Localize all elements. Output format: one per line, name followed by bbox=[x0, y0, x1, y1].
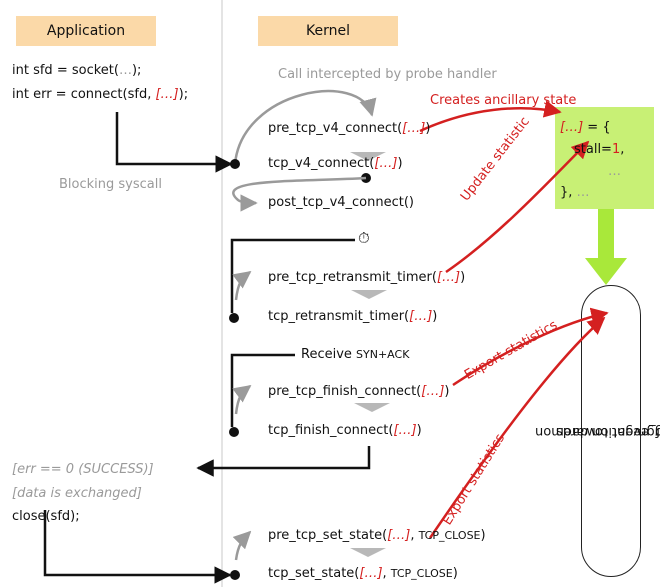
set-state-gray-arrow bbox=[232, 530, 252, 561]
kernel-header: Kernel bbox=[258, 16, 398, 46]
state-line-2: stall=1, bbox=[574, 142, 624, 158]
state-line-1-rest: = { bbox=[583, 120, 611, 135]
intercept-curve bbox=[233, 89, 377, 165]
synack-text: SYN+ACK bbox=[356, 348, 410, 361]
retransmit-gray-arrow bbox=[232, 270, 252, 301]
retransmit-dot bbox=[229, 313, 239, 323]
stopwatch-icon: ⏱ bbox=[358, 229, 370, 247]
state-stall-value: 1 bbox=[611, 142, 621, 157]
pre-tcp-set-state: pre_tcp_set_state([…], TCP_CLOSE) bbox=[268, 528, 486, 544]
daemon-label-line2: aggregation daemon bbox=[535, 424, 660, 439]
pre-tcp-finish-connect: pre_tcp_finish_connect([…]) bbox=[268, 384, 450, 400]
pre-set-state-paren: ) bbox=[480, 528, 486, 543]
pre-finish-name: pre_tcp_finish_connect( bbox=[268, 384, 422, 399]
pre-retransmit-paren: ) bbox=[460, 270, 466, 285]
state-line-1-args: […] bbox=[560, 120, 584, 135]
tcp-v4-connect: tcp_v4_connect([…]) bbox=[268, 156, 403, 172]
pre-tcp-v4-connect-name: pre_tcp_v4_connect( bbox=[268, 121, 403, 136]
socket-call-args: … bbox=[118, 63, 132, 78]
tcp-set-state: tcp_set_state([…], TCP_CLOSE) bbox=[268, 566, 458, 582]
export-statistics-arrow-2 bbox=[428, 316, 606, 539]
set-state-args: […] bbox=[359, 566, 383, 581]
retransmit-name: tcp_retransmit_timer( bbox=[268, 309, 410, 324]
pre-tcp-v4-connect-paren: ) bbox=[425, 121, 431, 136]
set-state-tcp-close: TCP_CLOSE bbox=[390, 567, 453, 580]
retransmit-line bbox=[230, 238, 355, 313]
connect-call-args: […] bbox=[155, 87, 179, 102]
tcp-v4-connect-paren: ) bbox=[397, 156, 403, 171]
tcp-retransmit-timer: tcp_retransmit_timer([…]) bbox=[268, 309, 437, 325]
set-state-name: tcp_set_state( bbox=[268, 566, 360, 581]
pre-retransmit-name: pre_tcp_retransmit_timer( bbox=[268, 270, 437, 285]
application-header: Application bbox=[16, 16, 156, 46]
connect-call-text: int err = connect(sfd, bbox=[12, 87, 156, 102]
state-to-daemon-arrow-shaft bbox=[598, 209, 614, 261]
set-state-paren: ) bbox=[452, 566, 458, 581]
blocking-syscall-arrow bbox=[115, 112, 233, 173]
result-label-1: [err == 0 (SUCCESS)] bbox=[12, 462, 154, 477]
pre-set-state-tcp-close: TCP_CLOSE bbox=[418, 529, 481, 542]
blocking-syscall-label: Blocking syscall bbox=[59, 177, 162, 192]
state-line-4-brace: }, bbox=[560, 185, 577, 200]
socket-call-line: int sfd = socket(…); bbox=[12, 63, 141, 79]
post-connect-curve bbox=[232, 176, 367, 212]
state-to-daemon-arrow-head bbox=[585, 258, 627, 285]
chevron-1 bbox=[350, 152, 386, 161]
finish-args: […] bbox=[393, 423, 417, 438]
close-arrow bbox=[43, 510, 232, 584]
return-to-app-arrow bbox=[196, 446, 371, 477]
finish-dot bbox=[229, 427, 239, 437]
result-label-2: [data is exchanged] bbox=[12, 486, 142, 501]
update-statistic-arrow bbox=[445, 140, 590, 274]
pre-tcp-v4-connect: pre_tcp_v4_connect([…]) bbox=[268, 121, 430, 137]
post-tcp-v4-connect: post_tcp_v4_connect() bbox=[268, 195, 415, 210]
connect-call-line: int err = connect(sfd, […]); bbox=[12, 87, 188, 103]
finish-paren: ) bbox=[416, 423, 422, 438]
pre-finish-paren: ) bbox=[444, 384, 450, 399]
socket-call-text: int sfd = socket( bbox=[12, 63, 119, 78]
tcp-finish-connect: tcp_finish_connect([…]) bbox=[268, 423, 422, 439]
creates-state-arrow bbox=[419, 100, 562, 133]
socket-call-close: ); bbox=[131, 63, 142, 78]
state-line-4-ellipsis: … bbox=[576, 185, 590, 200]
state-line-1: […] = { bbox=[560, 120, 611, 136]
state-stall-key: stall= bbox=[574, 142, 612, 157]
synack-gray-arrow bbox=[232, 384, 252, 415]
pre-retransmit-args: […] bbox=[436, 270, 461, 285]
chevron-3 bbox=[354, 403, 390, 412]
pre-set-state-name: pre_tcp_set_state( bbox=[268, 528, 388, 543]
finish-name: tcp_finish_connect( bbox=[268, 423, 394, 438]
daemon-label: perf_event towards aggregation daemon bbox=[535, 285, 660, 577]
pre-tcp-retransmit-timer: pre_tcp_retransmit_timer([…]) bbox=[268, 270, 465, 286]
pre-finish-args: […] bbox=[421, 384, 445, 399]
state-line-4: }, … bbox=[560, 185, 590, 201]
receive-synack-label: Receive SYN+ACK bbox=[301, 347, 409, 363]
retransmit-args: […] bbox=[409, 309, 433, 324]
tcp-v4-connect-args: […] bbox=[374, 156, 398, 171]
chevron-4 bbox=[350, 548, 386, 557]
close-call: close(sfd); bbox=[12, 509, 80, 524]
connect-dot bbox=[230, 159, 240, 169]
creates-state-label: Creates ancillary state bbox=[430, 93, 577, 108]
synack-line bbox=[230, 353, 295, 427]
chevron-2 bbox=[351, 290, 387, 299]
retransmit-paren: ) bbox=[432, 309, 438, 324]
state-line-3: … bbox=[608, 164, 621, 179]
set-state-comma: , bbox=[382, 566, 391, 581]
state-stall-comma: , bbox=[620, 142, 625, 157]
pre-set-state-comma: , bbox=[410, 528, 419, 543]
tcp-v4-connect-name: tcp_v4_connect( bbox=[268, 156, 375, 171]
pre-tcp-v4-connect-args: […] bbox=[402, 121, 426, 136]
connect-call-close: ); bbox=[178, 87, 189, 102]
intercept-label: Call intercepted by probe handler bbox=[278, 67, 497, 82]
set-state-dot bbox=[230, 570, 240, 580]
pre-set-state-args: […] bbox=[387, 528, 411, 543]
receive-text: Receive bbox=[301, 347, 357, 362]
